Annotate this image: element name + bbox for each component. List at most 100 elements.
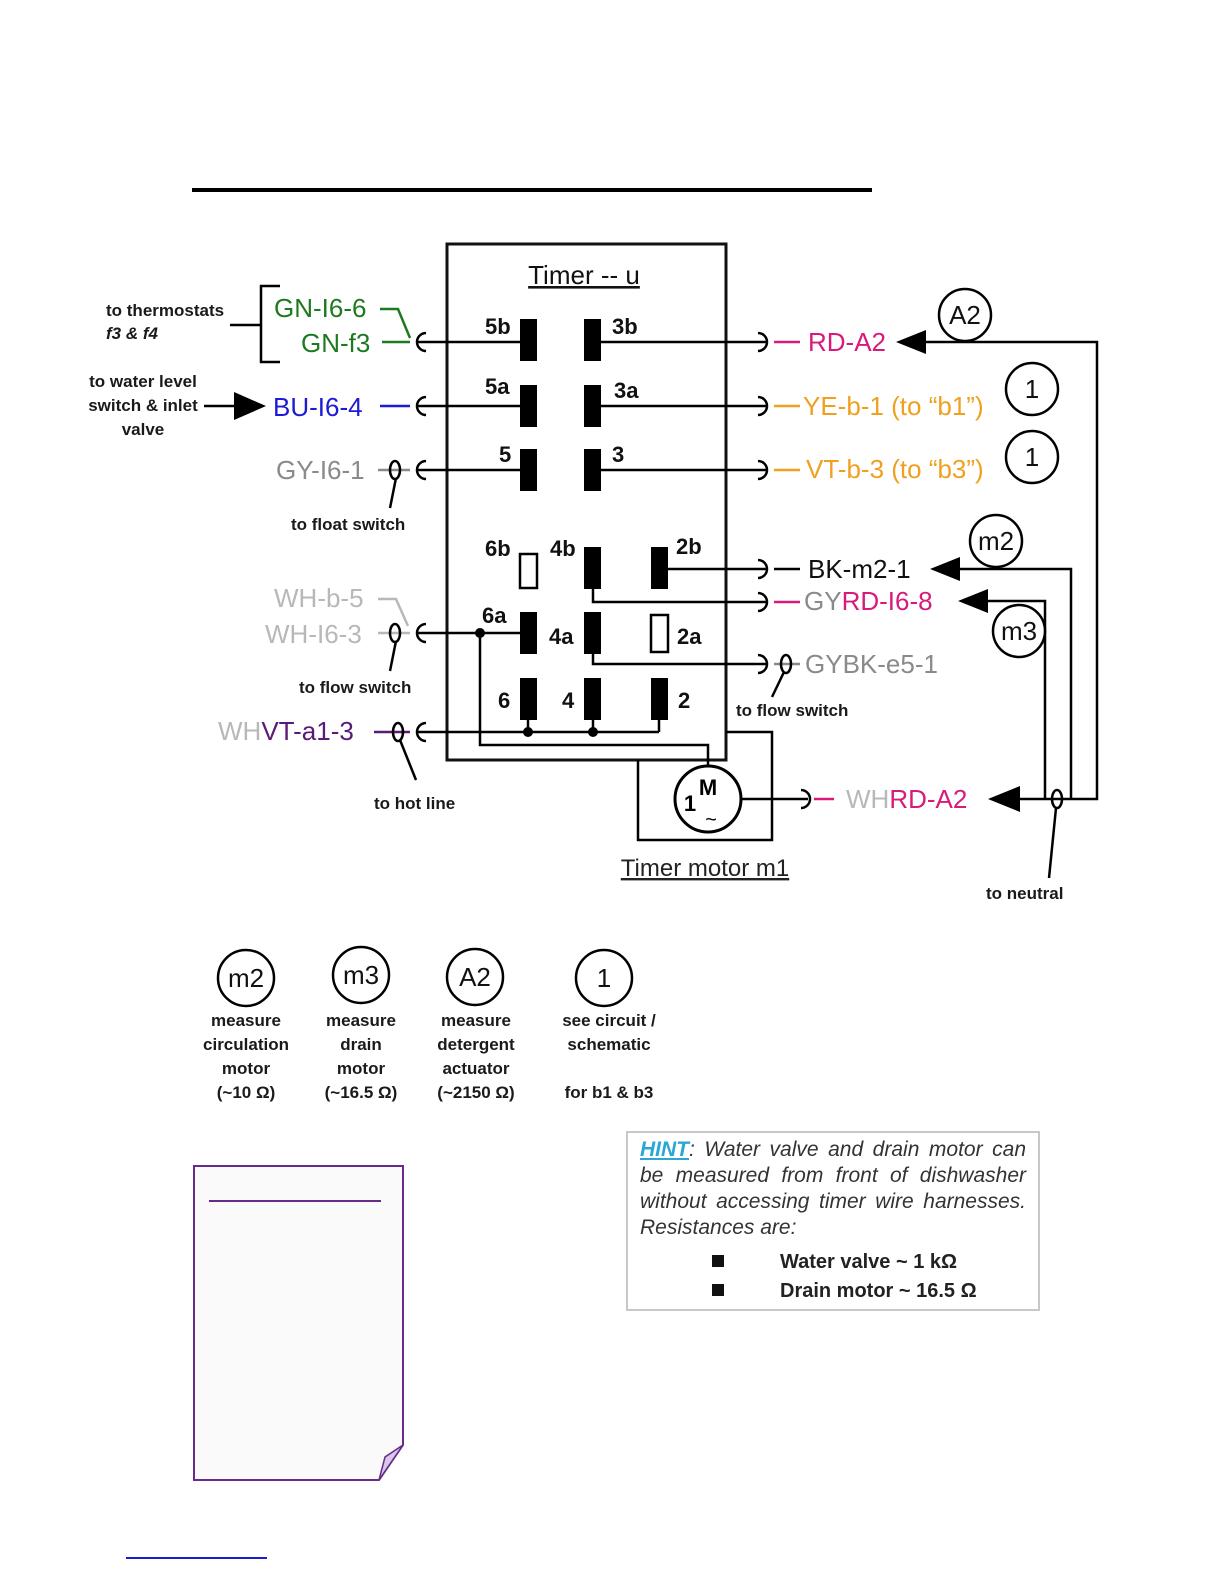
hint-item-water-valve: Water valve ~ 1 kΩ xyxy=(640,1251,1026,1274)
svg-text:measure: measure xyxy=(441,1011,511,1030)
terminal-6b: 6b xyxy=(485,536,511,561)
callout-m2: m2 xyxy=(978,526,1014,556)
terminal-5b: 5b xyxy=(485,314,511,339)
timer-title: Timer -- u xyxy=(528,260,640,290)
contact-5b xyxy=(520,319,537,361)
svg-text:motor: motor xyxy=(337,1059,386,1078)
contact-2 xyxy=(651,678,668,720)
hint-label: HINT xyxy=(640,1138,689,1161)
legend: m2 measure circulation motor (~10 Ω) m3 … xyxy=(203,945,656,1102)
motor-symbol-m: M xyxy=(699,775,717,800)
hint-paragraph: HINT: Water valve and drain motor can be… xyxy=(640,1137,1026,1241)
legend-symbol-m3: m3 xyxy=(343,960,379,990)
label-gyrd-gy: GY xyxy=(804,586,842,616)
water-level-note-3: valve xyxy=(122,420,165,439)
label-wh-b-5: WH-b-5 xyxy=(274,583,364,613)
legend-symbol-m2: m2 xyxy=(228,963,264,993)
legend-item-1: 1 see circuit / schematic for b1 & b3 xyxy=(562,948,656,1102)
contact-4a xyxy=(584,612,601,654)
motor-icon xyxy=(673,764,743,834)
terminal-4: 4 xyxy=(562,688,575,713)
label-gn-i6-6: GN-I6-6 xyxy=(274,293,366,323)
terminal-2b: 2b xyxy=(676,534,702,559)
contact-3b xyxy=(584,319,601,361)
hot-line-note: to hot line xyxy=(374,794,455,813)
flow-switch-note-right: to flow switch xyxy=(736,701,848,720)
callout-circles xyxy=(937,287,1060,659)
label-gybk-bk: BK-e5-1 xyxy=(843,649,938,679)
page-curl-icon xyxy=(378,1444,404,1481)
contact-6a xyxy=(520,612,537,654)
left-connectors xyxy=(415,331,427,743)
svg-text:(~10 Ω): (~10 Ω) xyxy=(217,1083,276,1102)
terminal-6a: 6a xyxy=(482,603,507,628)
label-vt-b-3: VT-b-3 (to “b3”) xyxy=(806,454,984,484)
note-sheet xyxy=(193,1165,404,1481)
contact-4 xyxy=(584,678,601,720)
legend-symbol-1: 1 xyxy=(597,963,611,993)
terminal-4b: 4b xyxy=(550,536,576,561)
svg-text:(~16.5 Ω): (~16.5 Ω) xyxy=(325,1083,398,1102)
label-gn-f3: GN-f3 xyxy=(301,328,370,358)
junction-dots xyxy=(475,628,598,737)
callout-a2: A2 xyxy=(949,300,981,330)
label-ye-b-1: YE-b-1 (to “b1”) xyxy=(803,391,984,421)
svg-text:schematic: schematic xyxy=(567,1035,650,1054)
label-bk-m2-1: BK-m2-1 xyxy=(808,554,911,584)
hint-text: : Water valve and drain motor can be mea… xyxy=(640,1138,1026,1239)
terminal-3a: 3a xyxy=(614,378,639,403)
contact-2b xyxy=(651,547,668,589)
callout-1-b3: 1 xyxy=(1025,442,1039,472)
legend-item-m2: m2 measure circulation motor (~10 Ω) xyxy=(203,948,289,1102)
timer-wires xyxy=(418,340,1099,842)
svg-text:see circuit /: see circuit / xyxy=(562,1011,656,1030)
contact-4b xyxy=(584,547,601,589)
bullet-icon xyxy=(712,1255,724,1267)
label-wh-i6-3: WH-I6-3 xyxy=(265,619,362,649)
arrow-gyrd xyxy=(958,589,988,613)
svg-text:actuator: actuator xyxy=(442,1059,509,1078)
terminal-5: 5 xyxy=(499,442,511,467)
legend-item-m3: m3 measure drain motor (~16.5 Ω) xyxy=(325,945,398,1102)
svg-text:(~2150 Ω): (~2150 Ω) xyxy=(437,1083,514,1102)
terminal-5a: 5a xyxy=(485,374,510,399)
label-gy-i6-1: GY-I6-1 xyxy=(276,455,365,485)
label-rd-a2: RD-A2 xyxy=(808,327,886,357)
label-whrd-a2: WHRD-A2 xyxy=(846,784,967,814)
contact-5a xyxy=(520,385,537,427)
arrow-rd-a2 xyxy=(896,330,926,354)
svg-text:measure: measure xyxy=(211,1011,281,1030)
thermostats-note-1: to thermostats xyxy=(106,301,224,320)
float-switch-note: to float switch xyxy=(291,515,405,534)
terminal-labels: 5b 3b 5a 3a 5 3 6b 4b 2b 6a 4a 2a 6 4 2 xyxy=(482,314,702,713)
hint-box: HINT: Water valve and drain motor can be… xyxy=(626,1131,1040,1311)
contact-2a xyxy=(649,613,670,654)
terminal-2: 2 xyxy=(678,688,690,713)
callout-1-b1: 1 xyxy=(1025,374,1039,404)
contact-3a xyxy=(584,385,601,427)
arrow-whrd xyxy=(988,786,1020,812)
label-gyrd-rd: RD-I6-8 xyxy=(842,586,933,616)
label-gyrd-i6-8: GYRD-I6-8 xyxy=(804,586,933,616)
svg-text:drain: drain xyxy=(340,1035,382,1054)
water-level-note-2: switch & inlet xyxy=(88,396,198,415)
contact-3 xyxy=(584,449,601,491)
legend-symbol-a2: A2 xyxy=(459,962,491,992)
label-bu-i6-4: BU-I6-4 xyxy=(273,392,363,422)
label-whvt-wh: WH xyxy=(218,716,261,746)
water-level-note-1: to water level xyxy=(89,372,197,391)
motor-symbol-1: 1 xyxy=(684,791,696,816)
motor-label: Timer motor m1 xyxy=(621,855,789,882)
label-whrd-wh: WH xyxy=(846,784,889,814)
arrow-water-level xyxy=(234,392,266,420)
thermostats-note-2: f3 & f4 xyxy=(106,324,159,343)
terminal-6: 6 xyxy=(498,688,510,713)
terminal-3: 3 xyxy=(612,442,624,467)
timer-contacts xyxy=(520,319,668,720)
right-connectors xyxy=(757,331,812,810)
bullet-icon xyxy=(712,1284,724,1296)
timer-box xyxy=(445,242,728,762)
svg-text:detergent: detergent xyxy=(437,1035,515,1054)
terminal-2a: 2a xyxy=(677,624,702,649)
terminal-3b: 3b xyxy=(612,314,638,339)
